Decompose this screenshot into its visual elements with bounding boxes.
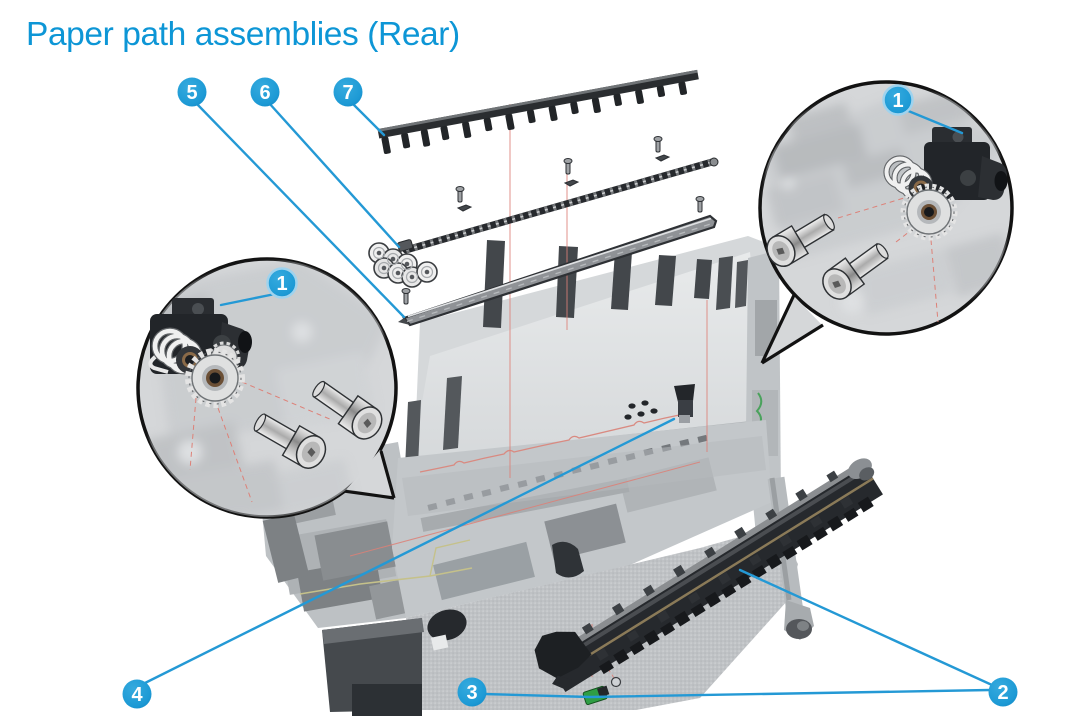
svg-text:1: 1: [892, 90, 903, 112]
svg-text:Paper path assemblies (Rear): Paper path assemblies (Rear): [26, 16, 460, 53]
svg-text:1: 1: [276, 273, 287, 295]
svg-text:2: 2: [997, 682, 1008, 704]
svg-text:3: 3: [466, 682, 477, 704]
svg-text:5: 5: [186, 82, 197, 104]
svg-text:7: 7: [342, 82, 353, 104]
svg-text:6: 6: [259, 82, 270, 104]
svg-text:4: 4: [131, 684, 143, 706]
